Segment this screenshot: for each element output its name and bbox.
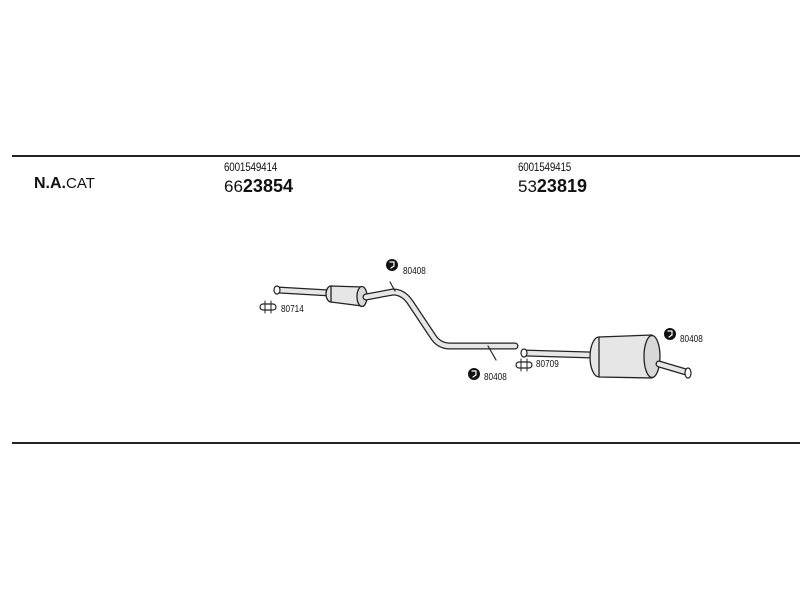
part-2-prefix: 53 — [518, 177, 537, 196]
variant-label: N.A.CAT — [34, 176, 95, 192]
callout-hanger-3-code: 80408 — [680, 333, 703, 345]
hanger-icon — [664, 328, 676, 340]
callout-clamp-1-code: 80714 — [281, 303, 304, 315]
part-1-prefix: 66 — [224, 177, 243, 196]
part-2-oe-number: 6001549415 — [518, 160, 572, 174]
front-exhaust-section — [273, 281, 519, 361]
hanger-icon — [468, 368, 480, 380]
variant-label-bold: N.A. — [34, 175, 66, 192]
bottom-rule — [12, 442, 800, 444]
rear-exhaust-section — [520, 334, 692, 379]
part-1-oe-number: 6001549414 — [224, 160, 278, 174]
clamp-icon — [259, 300, 277, 314]
variant-label-rest: CAT — [66, 175, 95, 192]
part-2-number: 5323819 — [518, 177, 587, 195]
part-1-main-number: 23854 — [242, 176, 293, 196]
part-2-main-number: 23819 — [536, 176, 587, 196]
hanger-icon — [386, 259, 398, 271]
clamp-icon — [515, 358, 533, 372]
callout-hanger-1-code: 80408 — [403, 265, 426, 277]
callout-clamp-2-code: 80709 — [536, 358, 559, 370]
part-1-number: 6623854 — [224, 177, 293, 195]
callout-hanger-2-code: 80408 — [484, 371, 507, 383]
top-rule — [12, 155, 800, 157]
